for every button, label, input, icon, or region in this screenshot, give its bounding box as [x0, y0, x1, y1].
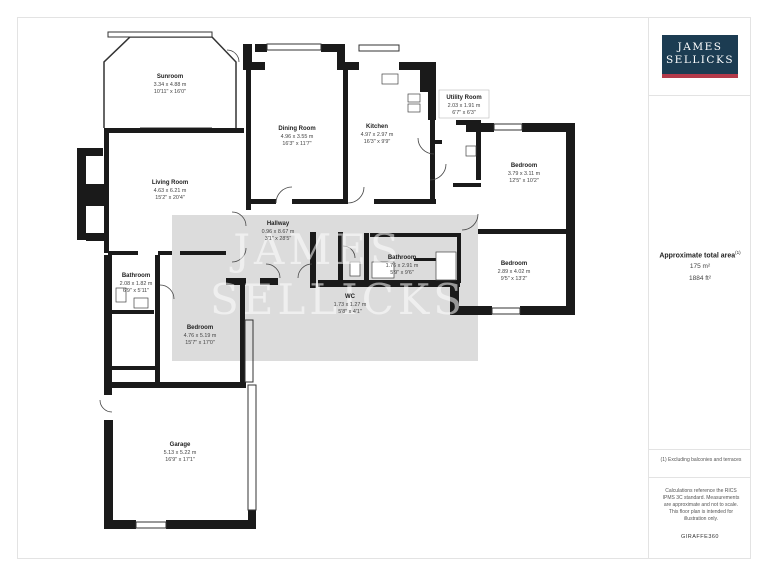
room-metric: 4.96 x 3.55 m [281, 134, 314, 140]
brand-logo-bar [662, 74, 738, 78]
sidebar-divider [649, 449, 751, 450]
door-swings [99, 49, 479, 413]
room-imperial: 6'7" x 6'3" [452, 110, 476, 116]
brand-logo-line1: JAMES [677, 41, 723, 53]
room-imperial: 9'5" x 13'2" [501, 276, 528, 282]
room-living: Living Room 4.63 x 6.21 m 15'2" x 20'4" [152, 180, 188, 201]
watermark-panel [172, 215, 478, 361]
total-area-title-text: Approximate total area [659, 252, 736, 260]
sidebar-divider [649, 477, 751, 478]
room-imperial: 5'8" x 4'1" [338, 309, 362, 315]
room-name: Bathroom [122, 273, 150, 279]
room-bedroom-sw: Bedroom 4.76 x 5.19 m 15'7" x 17'0" [184, 325, 217, 346]
room-bathroom-w: Bathroom 2.08 x 1.82 m 6'9" x 5'11" [120, 273, 153, 294]
room-kitchen: Kitchen 4.97 x 2.97 m 16'3" x 9'9" [361, 124, 394, 145]
room-name: Bedroom [187, 325, 213, 331]
room-name: WC [345, 294, 356, 300]
room-imperial: 16'3" x 11'7" [282, 141, 311, 147]
room-bedroom-ne: Bedroom 3.79 x 3.11 m 12'5" x 10'2" [508, 163, 541, 184]
giraffe360-credit: GIRAFFE360 [680, 534, 719, 540]
total-area-footnote-mark: (1) [735, 250, 741, 255]
room-metric: 2.03 x 1.91 m [448, 103, 481, 109]
info-sidebar: JAMES SELLICKS Approximate total area(1)… [648, 17, 751, 559]
room-dining: Dining Room 4.96 x 3.55 m 16'3" x 11'7" [278, 126, 315, 147]
room-imperial: 12'5" x 10'2" [509, 178, 539, 184]
room-imperial: 3'1" x 28'5" [265, 236, 292, 242]
room-imperial: 6'9" x 5'11" [123, 288, 149, 294]
room-metric: 4.63 x 6.21 m [154, 188, 187, 194]
page-frame [17, 17, 751, 559]
fixtures [115, 73, 477, 309]
room-metric: 1.73 x 1.27 m [334, 302, 367, 308]
windows [135, 43, 523, 529]
room-name: Hallway [267, 221, 290, 227]
room-name: Bedroom [501, 261, 527, 267]
room-metric: 2.89 x 4.02 m [498, 269, 531, 275]
area-footnote: (1) Excluding balconies and terraces [660, 457, 742, 463]
room-wc: WC 1.73 x 1.27 m 5'8" x 4'1" [334, 294, 367, 315]
room-name: Sunroom [157, 74, 183, 80]
room-imperial: 5'9" x 9'6" [390, 270, 414, 276]
room-metric: 4.97 x 2.97 m [361, 132, 394, 138]
room-sunroom: Sunroom 3.34 x 4.88 m 10'11" x 16'0" [154, 74, 187, 95]
room-name: Garage [170, 442, 191, 448]
watermark-text-1: JAMES [229, 225, 403, 274]
room-name: Bathroom [388, 255, 416, 261]
room-metric: 1.76 x 2.91 m [386, 263, 419, 269]
room-name: Kitchen [366, 124, 388, 130]
room-metric: 5.13 x 5.22 m [164, 450, 197, 456]
brand-logo: JAMES SELLICKS [662, 35, 738, 78]
room-garage: Garage 5.13 x 5.22 m 16'9" x 17'1" [164, 442, 197, 463]
floor-plan-drawing: JAMES SELLICKS Sunroom 3.34 x 4.88 m 10'… [77, 31, 575, 529]
total-area-sqft: 1884 ft² [688, 275, 712, 282]
room-bathroom-center: Bathroom 1.76 x 2.91 m 5'9" x 9'6" [386, 255, 419, 276]
room-metric: 0.96 x 8.67 m [262, 229, 295, 235]
floor-plan: JAMES SELLICKS Sunroom 3.34 x 4.88 m 10'… [17, 17, 649, 559]
total-area-title: Approximate total area(1) [649, 250, 751, 259]
total-area-sqm: 175 m² [689, 263, 711, 270]
room-metric: 3.34 x 4.88 m [154, 82, 187, 88]
room-hallway: Hallway 0.96 x 8.67 m 3'1" x 28'5" [262, 221, 295, 242]
room-utility: Utility Room 2.03 x 1.91 m 6'7" x 6'3" [438, 89, 490, 119]
room-imperial: 15'7" x 17'0" [185, 340, 215, 346]
brand-logo-line2: SELLICKS [665, 54, 735, 66]
room-metric: 2.08 x 1.82 m [120, 281, 153, 287]
room-metric: 3.79 x 3.11 m [508, 171, 541, 177]
room-imperial: 16'3" x 9'9" [364, 139, 391, 145]
watermark-text-2: SELLICKS [210, 275, 466, 324]
utility-label-box [438, 89, 490, 119]
room-imperial: 15'2" x 20'4" [155, 195, 185, 201]
room-name: Bedroom [511, 163, 537, 169]
room-imperial: 16'9" x 17'1" [165, 457, 195, 463]
room-name: Living Room [152, 180, 188, 186]
sunroom-walls [103, 31, 237, 129]
room-bedroom-e: Bedroom 2.89 x 4.02 m 9'5" x 13'2" [498, 261, 531, 282]
room-name: Utility Room [446, 95, 481, 101]
room-name: Dining Room [278, 126, 315, 132]
room-imperial: 10'11" x 16'0" [154, 89, 186, 95]
walls [77, 44, 575, 529]
sidebar-divider [649, 95, 751, 96]
room-metric: 4.76 x 5.19 m [184, 333, 217, 339]
disclaimer-text: Calculations reference the RICS IPMS 3C … [662, 488, 740, 522]
